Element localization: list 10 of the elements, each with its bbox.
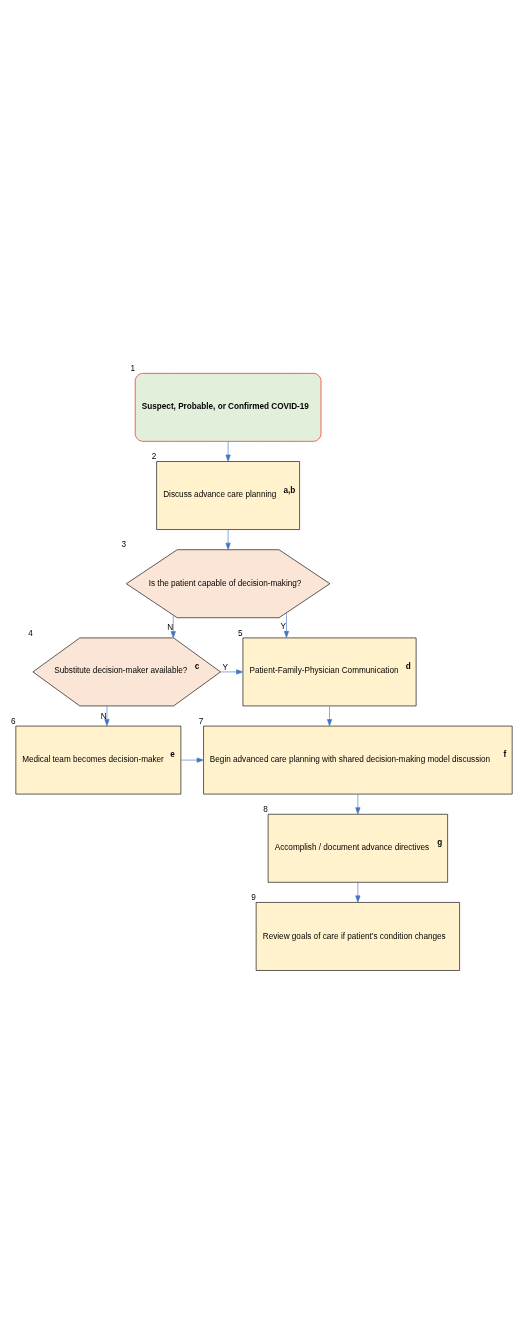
arrow <box>355 881 361 902</box>
arrow <box>327 705 333 726</box>
arrow <box>225 528 231 550</box>
arrow <box>225 440 231 462</box>
arrow <box>283 612 289 638</box>
arrow <box>220 668 244 674</box>
arrow <box>170 614 176 638</box>
arrow <box>104 705 110 726</box>
arrow <box>180 757 204 763</box>
arrow <box>355 793 361 814</box>
